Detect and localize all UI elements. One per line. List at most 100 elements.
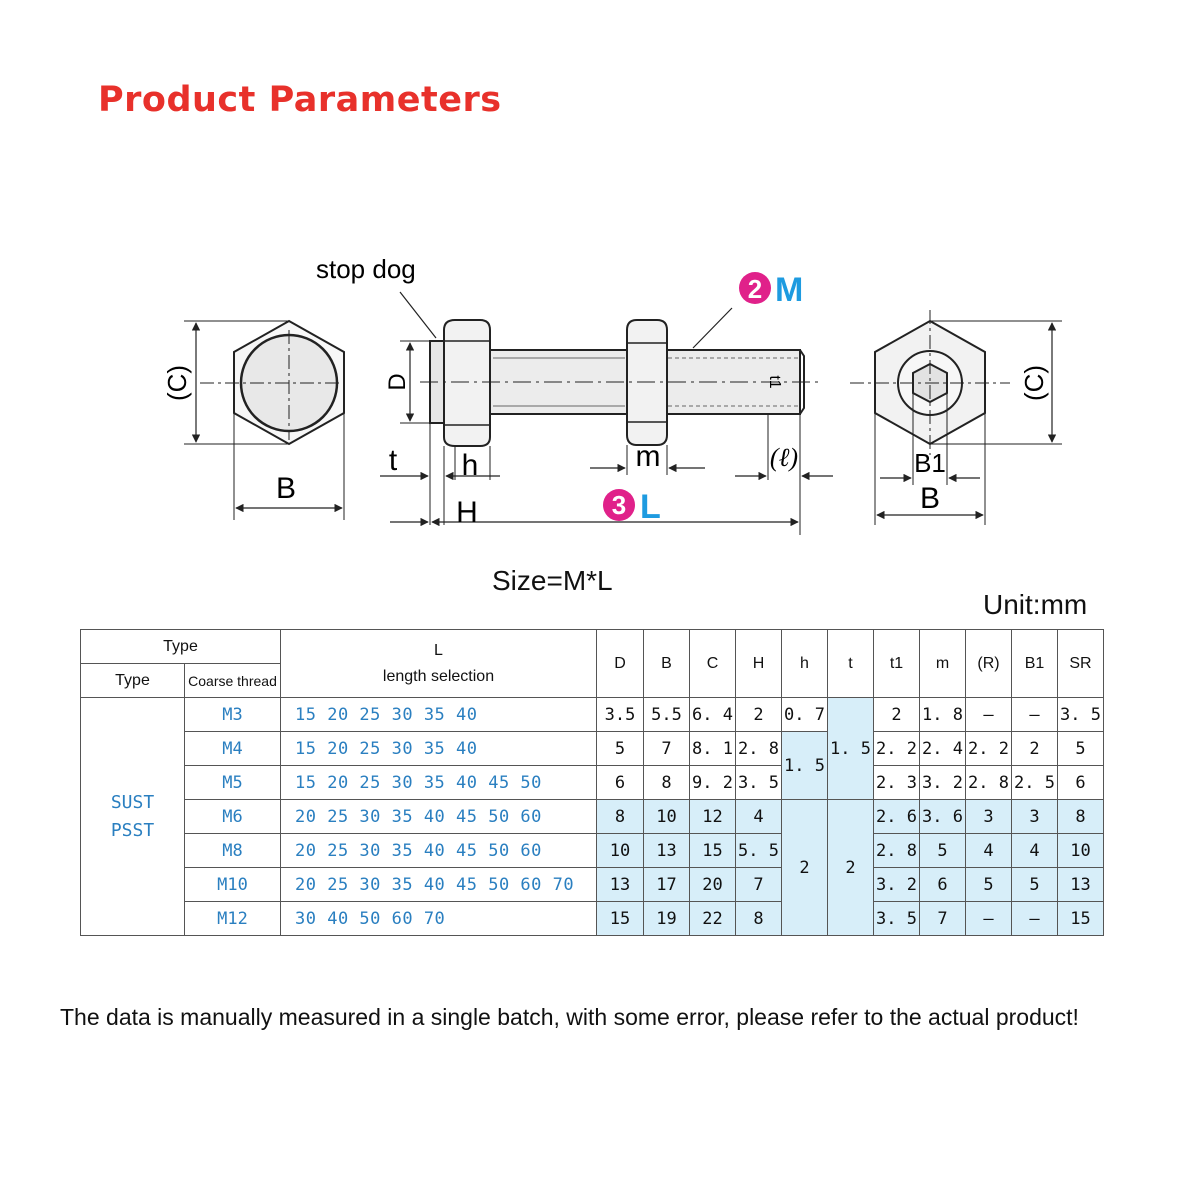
t1-cell: 3. 2 xyxy=(873,867,920,902)
b1-cell: 5 xyxy=(1011,867,1058,902)
h-cell: 0. 7 xyxy=(781,697,828,732)
dim-c-right: (C) xyxy=(1019,365,1049,401)
b-cell: 19 xyxy=(643,901,690,936)
d-cell: 6 xyxy=(596,765,644,800)
callout-l-number: 3 xyxy=(612,490,626,520)
b-cell: 10 xyxy=(643,799,690,834)
header-type: Type xyxy=(80,663,185,698)
side-view xyxy=(380,291,833,535)
t1-cell: 2. 3 xyxy=(873,765,920,800)
right-hex-view xyxy=(850,310,1062,525)
t1-cell: 3. 5 xyxy=(873,901,920,936)
c-cell: 12 xyxy=(689,799,736,834)
dim-b-left: B xyxy=(276,472,296,505)
d-cell: 10 xyxy=(596,833,644,868)
lengths-cell: 20 25 30 35 40 45 50 60 70 xyxy=(280,867,597,902)
lengths-cell: 15 20 25 30 35 40 xyxy=(280,697,597,732)
t1-cell: 2. 2 xyxy=(873,731,920,766)
d-cell: 5 xyxy=(596,731,644,766)
d-cell: 15 xyxy=(596,901,644,936)
lengths-cell: 20 25 30 35 40 45 50 60 xyxy=(280,799,597,834)
thread-cell: M12 xyxy=(184,901,281,936)
r-cell: 2. 2 xyxy=(965,731,1012,766)
header-b1: B1 xyxy=(1011,629,1058,698)
H-cell: 2. 8 xyxy=(735,731,782,766)
c-cell: 20 xyxy=(689,867,736,902)
c-cell: 15 xyxy=(689,833,736,868)
thread-cell: M6 xyxy=(184,799,281,834)
header-m: m xyxy=(919,629,966,698)
dim-m: m xyxy=(636,440,661,473)
d-cell: 3.5 xyxy=(596,697,644,732)
table-row: M4 15 20 25 30 35 40 5 7 8. 1 2. 8 1. 5 … xyxy=(81,731,1104,800)
thread-cell: M8 xyxy=(184,833,281,868)
m-cell: 7 xyxy=(919,901,966,936)
header-sr: SR xyxy=(1057,629,1104,698)
b-cell: 8 xyxy=(643,765,690,800)
r-cell: 2. 8 xyxy=(965,765,1012,800)
header-b: B xyxy=(643,629,690,698)
spec-table: Type L length selection D B C H h t t1 m… xyxy=(80,629,1104,936)
sr-cell: 5 xyxy=(1057,731,1104,766)
header-r: (R) xyxy=(965,629,1012,698)
table-row: M12 30 40 50 60 70 15 19 22 8 3. 5 7 – –… xyxy=(81,901,1104,936)
header-H: H xyxy=(735,629,782,698)
c-cell: 22 xyxy=(689,901,736,936)
m-cell: 1. 8 xyxy=(919,697,966,732)
disclaimer-note: The data is manually measured in a singl… xyxy=(60,1004,1079,1030)
b1-cell: 2 xyxy=(1011,731,1058,766)
header-d: D xyxy=(596,629,644,698)
m-cell: 3. 2 xyxy=(919,765,966,800)
r-cell: 5 xyxy=(965,867,1012,902)
thread-cell: M5 xyxy=(184,765,281,800)
dim-h: h xyxy=(462,449,479,482)
H-cell: 8 xyxy=(735,901,782,936)
c-cell: 8. 1 xyxy=(689,731,736,766)
dim-H: H xyxy=(456,496,478,529)
callout-l-letter: L xyxy=(640,488,661,526)
b-cell: 7 xyxy=(643,731,690,766)
header-t1: t1 xyxy=(873,629,920,698)
header-coarse-thread: Coarse thread xyxy=(184,663,281,698)
header-length-selection: length selection xyxy=(382,667,495,685)
H-cell: 2 xyxy=(735,697,782,732)
c-cell: 6. 4 xyxy=(689,697,736,732)
m-cell: 6 xyxy=(919,867,966,902)
c-cell: 9. 2 xyxy=(689,765,736,800)
thread-cell: M10 xyxy=(184,867,281,902)
sr-cell: 6 xyxy=(1057,765,1104,800)
group-type-cell: SUST PSST xyxy=(80,697,185,936)
t1-cell: 2. 8 xyxy=(873,833,920,868)
r-cell: 3 xyxy=(965,799,1012,834)
lengths-cell: 20 25 30 35 40 45 50 60 xyxy=(280,833,597,868)
b1-cell: – xyxy=(1011,697,1058,732)
dim-d: D xyxy=(384,373,411,390)
callout-m-number: 2 xyxy=(748,274,762,304)
header-l: L xyxy=(434,641,443,659)
header-type-top: Type xyxy=(80,629,281,664)
b-cell: 5.5 xyxy=(643,697,690,732)
b1-cell: – xyxy=(1011,901,1058,936)
callout-stop-dog: stop dog xyxy=(316,254,416,284)
table-row: M6 20 25 30 35 40 45 50 60 8 10 12 4 2 2… xyxy=(81,799,1104,936)
group-type-psst: PSST xyxy=(110,819,155,841)
header-h: h xyxy=(781,629,828,698)
unit-label: Unit:mm xyxy=(983,589,1088,620)
bolt-head xyxy=(443,319,491,447)
technical-drawing: (C) B xyxy=(162,254,1062,535)
left-hex-view xyxy=(184,319,345,520)
dim-b-right: B xyxy=(920,482,940,515)
header-c: C xyxy=(689,629,736,698)
H-cell: 3. 5 xyxy=(735,765,782,800)
callout-m-badge xyxy=(739,272,771,304)
m-cell: 3. 6 xyxy=(919,799,966,834)
group-type-sust: SUST xyxy=(110,791,155,813)
b1-cell: 2. 5 xyxy=(1011,765,1058,800)
sr-cell: 10 xyxy=(1057,833,1104,868)
sr-cell: 8 xyxy=(1057,799,1104,834)
r-cell: – xyxy=(965,697,1012,732)
dim-b1: B1 xyxy=(914,448,946,478)
t-cell: 2 xyxy=(827,799,874,936)
header-t: t xyxy=(827,629,874,698)
dim-t: t xyxy=(389,444,398,477)
